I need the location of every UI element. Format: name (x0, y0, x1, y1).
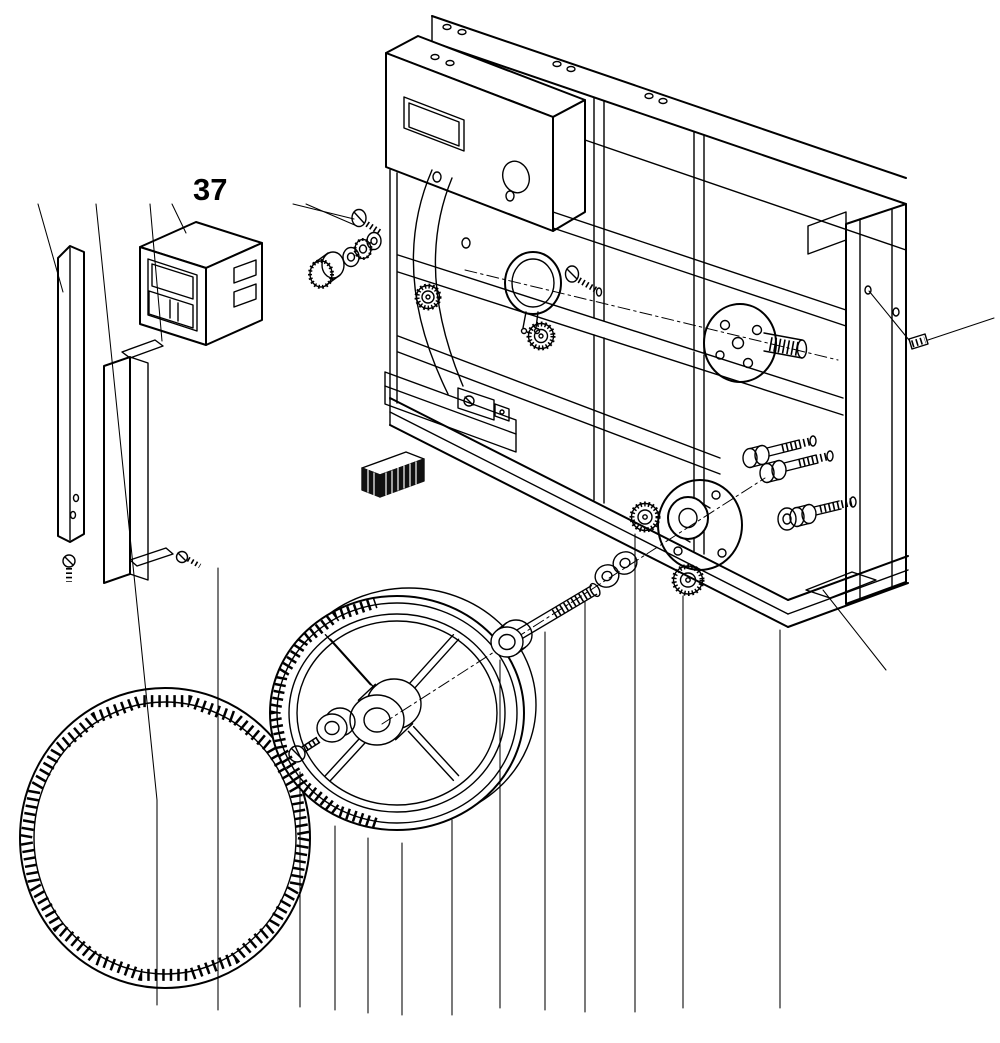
frame-side-plate (389, 97, 847, 555)
rocker-upper (151, 263, 194, 300)
grub-screw (908, 333, 929, 350)
mounting-plate-and-bracket (384, 371, 517, 453)
frame-top-rail (431, 15, 907, 251)
control-panel-box (385, 35, 586, 232)
left-support-bar (57, 245, 85, 582)
band-wheel (269, 587, 537, 831)
hub-bearing-and-screw (288, 707, 356, 763)
rocker-lower (148, 290, 194, 329)
frame-base (389, 397, 909, 628)
rocker-switch (139, 221, 263, 346)
screw-head (288, 745, 306, 763)
right-bolts (742, 435, 857, 531)
drive-belt (19, 687, 311, 989)
axle-bearing (490, 626, 524, 658)
knurled-nut-left (414, 283, 442, 311)
screw-head (175, 550, 189, 564)
part-number-label: 37 (193, 172, 227, 207)
blade-clamp-ring (504, 251, 562, 335)
axle-shaft-assembly (490, 501, 705, 658)
washer (777, 507, 797, 531)
washer (594, 564, 620, 588)
frame-right-pillar (807, 203, 907, 605)
panel-screw-and-washers (308, 208, 383, 289)
brush (361, 451, 425, 498)
leader-lines (37, 203, 995, 1016)
clamp-screw (564, 265, 603, 297)
switch-terminal (233, 259, 257, 284)
switch-bezel (147, 258, 198, 332)
knurled-nut-center (526, 321, 556, 351)
switch-terminal (233, 283, 257, 308)
belt-teeth-on-wheel (269, 597, 378, 829)
upper-flange-with-stud (703, 303, 808, 383)
base-foot-bracket (805, 571, 877, 599)
screw-head (62, 554, 76, 568)
hub-bearing (316, 713, 348, 743)
washer (612, 551, 638, 575)
blade-guard-bar (103, 339, 202, 584)
